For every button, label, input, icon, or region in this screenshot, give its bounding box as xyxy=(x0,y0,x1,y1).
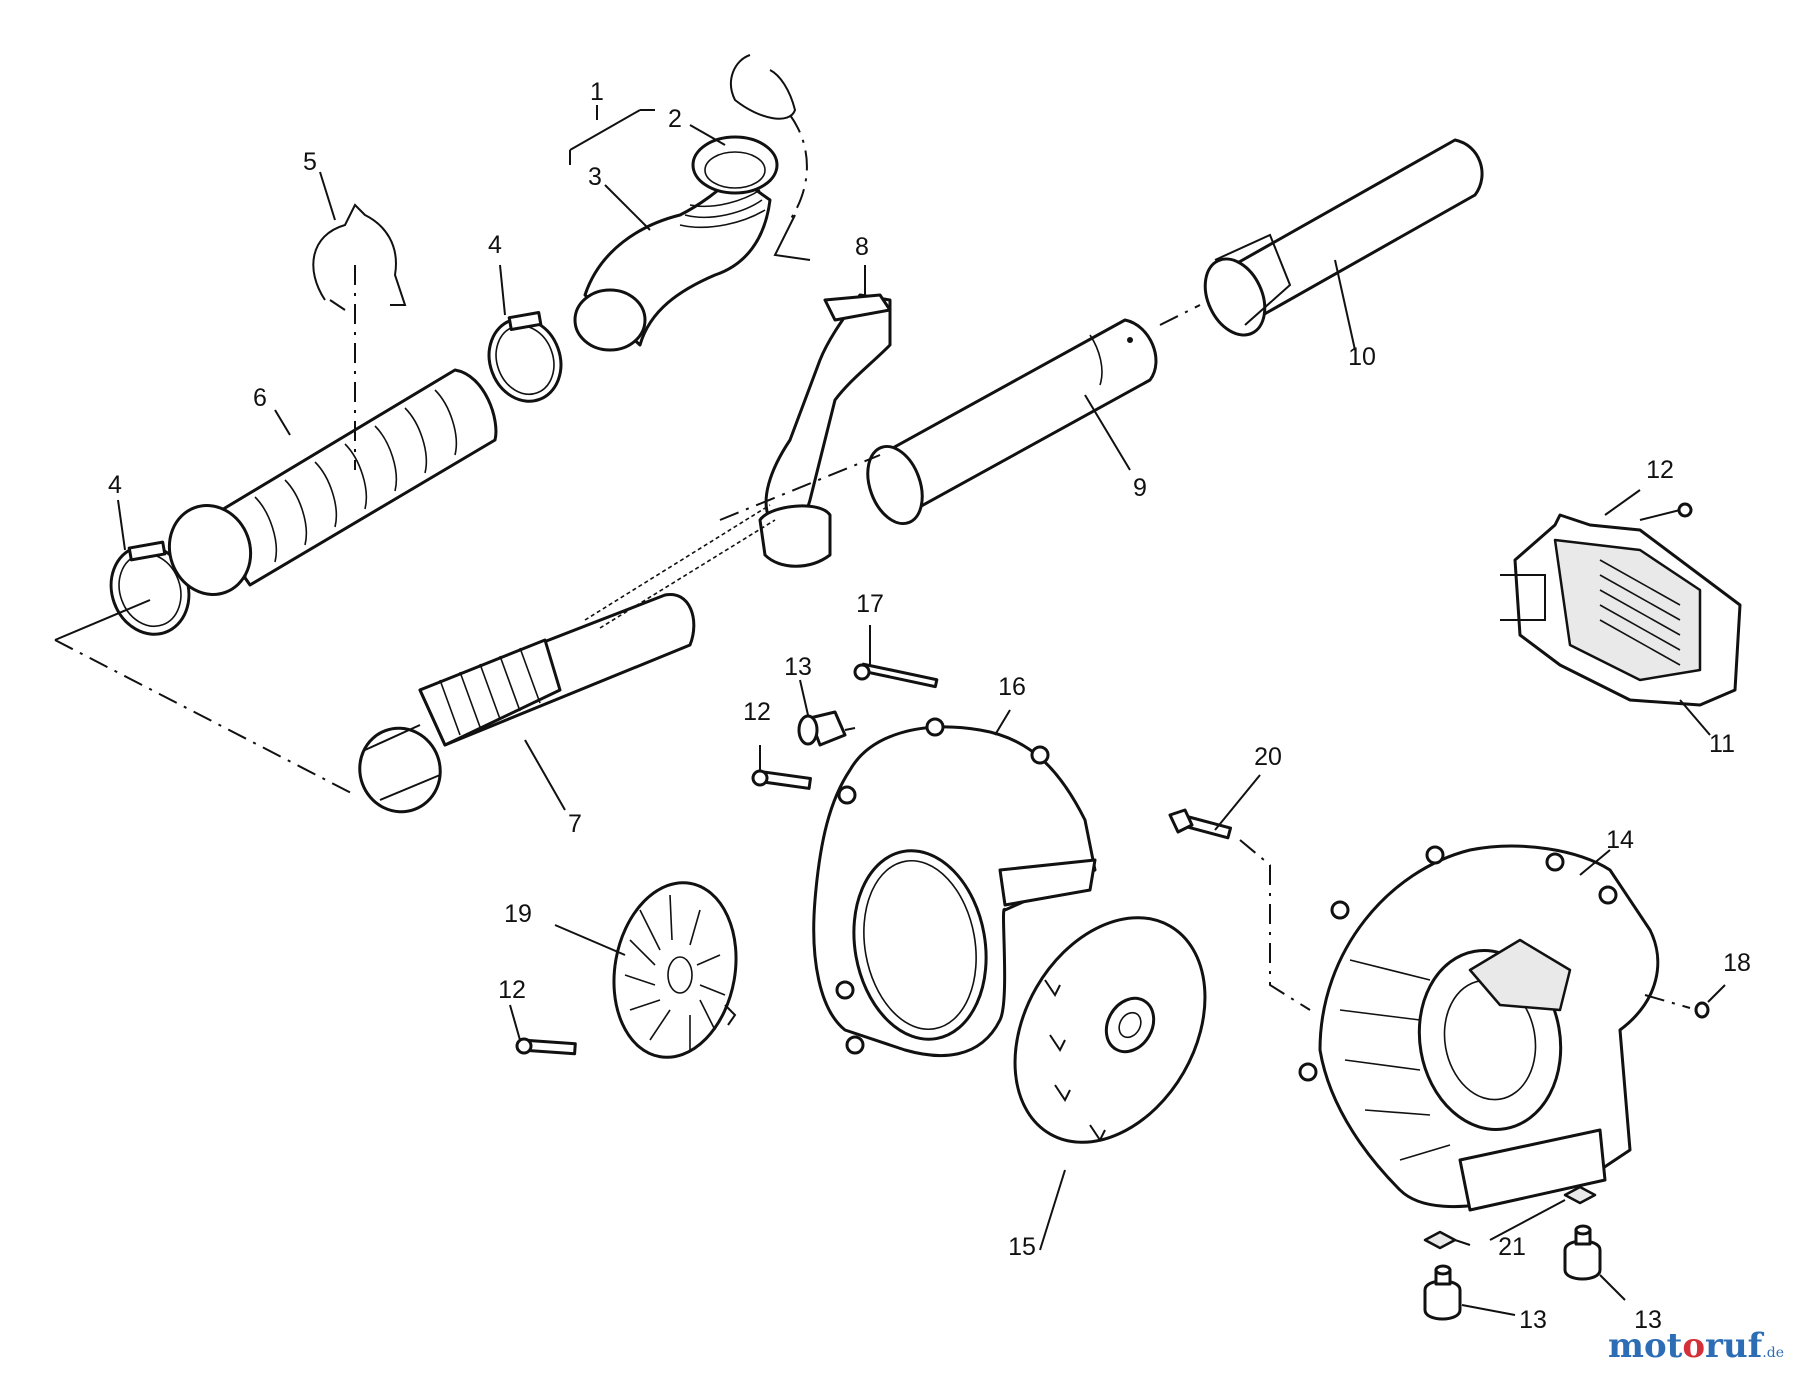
label-12-lower: 12 xyxy=(498,976,526,1004)
assembly-line-left xyxy=(54,639,356,796)
label-13-lower-left: 13 xyxy=(1519,1306,1547,1334)
label-1: 1 xyxy=(590,78,604,106)
impeller-plate xyxy=(1013,916,1207,1144)
label-18: 18 xyxy=(1723,949,1751,977)
tube-9 xyxy=(866,318,1158,526)
flex-hose xyxy=(167,265,498,596)
clamp-upper xyxy=(487,310,563,403)
label-12-mid: 12 xyxy=(743,698,771,726)
mount-upper xyxy=(797,710,856,747)
label-14: 14 xyxy=(1606,826,1634,854)
label-5: 5 xyxy=(303,148,317,176)
label-16: 16 xyxy=(998,673,1026,701)
screw-mid xyxy=(751,769,812,790)
nut-18 xyxy=(1644,994,1710,1019)
assembly-line-mid xyxy=(719,454,881,521)
label-19: 19 xyxy=(504,900,532,928)
tube-10 xyxy=(1203,138,1484,337)
bolt-20 xyxy=(1168,808,1311,1011)
housing-fragment xyxy=(730,54,811,261)
label-17: 17 xyxy=(856,590,884,618)
screw-upper xyxy=(1639,502,1693,521)
label-21: 21 xyxy=(1498,1233,1526,1261)
elbow-tube xyxy=(573,135,779,352)
mount-lower-left xyxy=(1423,1264,1462,1321)
blower-housing xyxy=(1298,844,1660,1212)
screw-lower xyxy=(515,1037,577,1056)
label-10: 10 xyxy=(1348,343,1376,371)
tube-7 xyxy=(358,504,776,814)
bolt-17 xyxy=(853,662,939,689)
fan-blades xyxy=(624,894,726,1050)
label-2: 2 xyxy=(668,105,682,133)
label-15: 15 xyxy=(1008,1233,1036,1261)
mount-lower-right xyxy=(1563,1224,1602,1281)
label-11: 11 xyxy=(1709,730,1735,758)
clip xyxy=(312,203,407,311)
watermark-logo: motoruf.de xyxy=(1607,1326,1784,1366)
label-13-upper: 13 xyxy=(784,653,812,681)
label-6: 6 xyxy=(253,384,267,412)
label-12-right: 12 xyxy=(1646,456,1674,484)
assembly-line-upper xyxy=(1159,304,1201,326)
washers-21 xyxy=(1423,1185,1597,1250)
fan-housing-cover xyxy=(812,717,1097,1058)
label-8: 8 xyxy=(855,233,869,261)
label-4-upper: 4 xyxy=(488,231,502,259)
handle xyxy=(758,293,892,568)
engine-cover xyxy=(1500,513,1742,707)
label-4-lower: 4 xyxy=(108,471,122,499)
label-13-lower-right: 13 xyxy=(1634,1306,1662,1334)
label-9: 9 xyxy=(1133,474,1147,502)
label-20: 20 xyxy=(1254,743,1282,771)
fan xyxy=(612,881,738,1059)
label-7: 7 xyxy=(568,810,582,838)
label-3: 3 xyxy=(588,163,602,191)
cooling-fins xyxy=(1599,559,1681,666)
part-labels: 1 2 3 5 4 8 10 6 9 4 12 17 13 16 12 11 2… xyxy=(108,78,1751,1334)
tube-ribs xyxy=(439,647,541,736)
leader-lines xyxy=(117,105,1726,1316)
